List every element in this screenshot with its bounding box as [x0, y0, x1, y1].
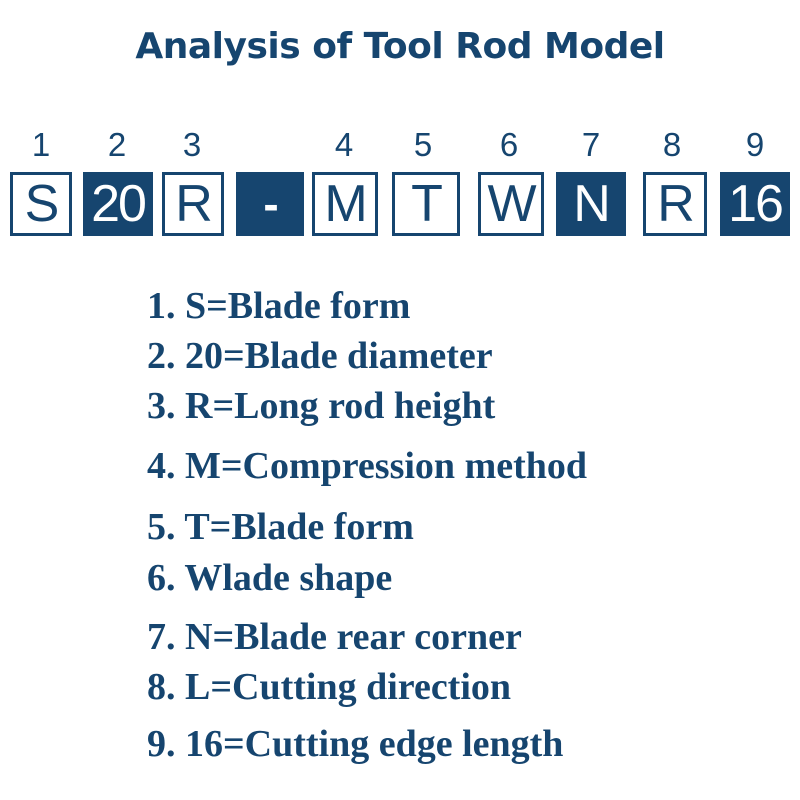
legend-item-5: 5. T=Blade form: [147, 506, 414, 548]
model-segment-cutting-direction: R: [643, 172, 707, 236]
model-segment-blade-shape: W: [478, 172, 544, 236]
legend-item-4: 4. M=Compression method: [147, 445, 588, 487]
legend-item-6: 6. Wlade shape: [147, 557, 393, 599]
position-number-8: 8: [662, 126, 682, 163]
model-segment-separator: -: [236, 172, 304, 236]
legend-item-3: 3. R=Long rod height: [147, 385, 496, 427]
model-segment-edge-length: 16: [720, 172, 790, 236]
model-segment-compression-method: M: [312, 172, 378, 236]
model-segment-rod-height: R: [162, 172, 224, 236]
legend-item-8: 8. L=Cutting direction: [147, 666, 512, 708]
model-segment-blade-form-2: T: [392, 172, 460, 236]
legend-item-9: 9. 16=Cutting edge length: [147, 723, 564, 765]
model-segment-rear-corner: N: [556, 172, 626, 236]
legend-item-1: 1. S=Blade form: [147, 285, 411, 327]
position-number-6: 6: [499, 126, 519, 163]
position-number-1: 1: [31, 126, 51, 163]
page-title: Analysis of Tool Rod Model: [135, 26, 665, 67]
position-number-3: 3: [182, 126, 202, 163]
legend-item-7: 7. N=Blade rear corner: [147, 616, 522, 658]
position-number-9: 9: [745, 126, 765, 163]
position-number-2: 2: [107, 126, 127, 163]
position-number-4: 4: [334, 126, 354, 163]
model-segment-blade-form: S: [10, 172, 72, 236]
position-number-5: 5: [413, 126, 433, 163]
model-segment-blade-diameter: 20: [83, 172, 153, 236]
position-number-7: 7: [581, 126, 601, 163]
legend-item-2: 2. 20=Blade diameter: [147, 335, 493, 377]
